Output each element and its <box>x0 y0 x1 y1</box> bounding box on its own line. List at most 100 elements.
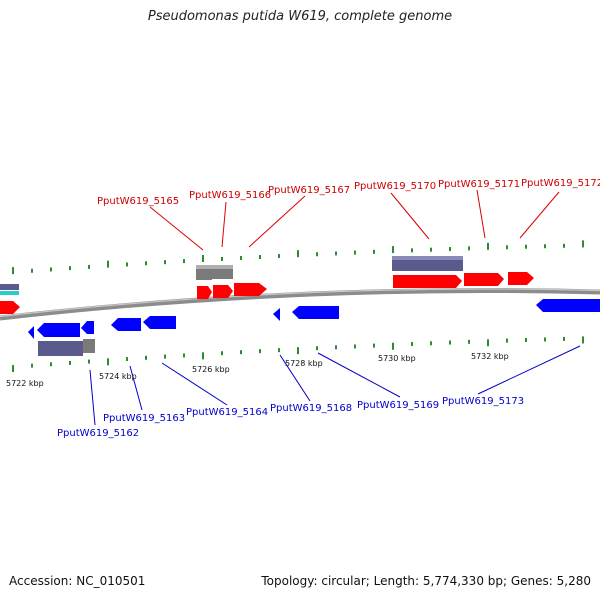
scale-tick <box>88 359 90 364</box>
reverse-gene-arrow[interactable] <box>111 318 141 331</box>
scale-tick <box>525 338 527 342</box>
scale-tick <box>126 262 128 267</box>
forward-gene-arrows <box>0 272 534 314</box>
cyan-block <box>0 291 19 295</box>
scale-tick <box>449 247 451 252</box>
map-title: Pseudomonas putida W619, complete genome <box>147 9 453 24</box>
reverse-gene-label[interactable]: PputW619_5164 <box>186 407 268 418</box>
forward-gene-arrow[interactable] <box>464 273 504 286</box>
scale-tick <box>278 348 280 353</box>
scale-tick <box>487 339 489 347</box>
scale-tick <box>506 245 508 250</box>
reverse-gene-arrow[interactable] <box>292 306 339 319</box>
forward-gene-label[interactable]: PputW619_5167 <box>268 185 350 196</box>
scale-tick <box>126 357 128 362</box>
scale-tick <box>183 259 185 264</box>
inner-tick-row <box>12 336 584 373</box>
scale-tick <box>145 355 147 360</box>
genome-backbone <box>0 287 600 321</box>
forward-gene-label[interactable]: PputW619_5172 <box>521 178 600 189</box>
reverse-gene-label[interactable]: PputW619_5169 <box>357 400 439 411</box>
scale-tick <box>468 339 470 344</box>
feature-block <box>0 284 19 290</box>
forward-gene-label[interactable]: PputW619_5171 <box>438 179 520 190</box>
scale-tick <box>297 347 299 355</box>
scale-tick <box>544 337 546 342</box>
scale-tick <box>69 266 71 271</box>
scale-tick <box>202 255 204 263</box>
forward-label-lines <box>149 189 560 251</box>
reverse-gene-label[interactable]: PputW619_5162 <box>57 428 139 439</box>
reverse-gene-label[interactable]: PputW619_5173 <box>442 396 524 407</box>
scale-tick <box>12 365 14 373</box>
scale-tick <box>278 254 280 259</box>
scale-tick <box>107 260 109 268</box>
reverse-gene-arrow[interactable] <box>28 326 34 339</box>
scale-tick <box>164 354 166 359</box>
scale-tick <box>31 268 33 273</box>
gray-block <box>196 266 212 280</box>
accession-text: Accession: NC_010501 <box>9 574 146 588</box>
kbp-marker: 5732 kbp <box>471 352 509 361</box>
scale-tick <box>430 341 432 346</box>
reverse-gene-arrow[interactable] <box>143 316 176 329</box>
scale-tick <box>354 250 356 255</box>
scale-tick <box>240 255 242 260</box>
scale-tick <box>164 260 166 265</box>
scale-tick <box>468 246 470 251</box>
reverse-gene-arrow[interactable] <box>81 321 94 334</box>
kbp-marker: 5726 kbp <box>192 365 230 374</box>
kbp-marker: 5722 kbp <box>6 379 44 388</box>
reverse-gene-arrow[interactable] <box>273 308 280 321</box>
scale-tick <box>183 353 185 358</box>
forward-gene-arrow[interactable] <box>213 285 233 298</box>
scale-tick <box>50 362 52 367</box>
scale-tick <box>202 352 204 360</box>
scale-tick <box>221 256 223 261</box>
reverse-gene-arrow[interactable] <box>536 299 600 312</box>
genome-backbone-highlight <box>0 288 600 318</box>
scale-tick <box>411 341 413 346</box>
kbp-marker: 5728 kbp <box>285 359 323 368</box>
reverse-gene-label[interactable]: PputW619_5163 <box>103 413 185 424</box>
reverse-gene-label[interactable]: PputW619_5168 <box>270 403 352 414</box>
scale-tick <box>582 240 584 248</box>
scale-tick <box>430 247 432 252</box>
scale-tick <box>107 358 109 366</box>
genome-summary-text: Topology: circular; Length: 5,774,330 bp… <box>261 574 591 588</box>
scale-tick <box>373 249 375 254</box>
scale-tick <box>563 336 565 341</box>
scale-tick <box>316 346 318 351</box>
gray-block-highlight <box>196 265 233 269</box>
scale-tick <box>449 340 451 345</box>
scale-tick <box>259 349 261 354</box>
gray-block <box>83 339 95 353</box>
scale-tick <box>525 244 527 249</box>
scale-tick <box>392 342 394 350</box>
forward-gene-arrow[interactable] <box>0 301 20 314</box>
scale-tick <box>411 248 413 253</box>
scale-tick <box>31 363 33 368</box>
outer-tick-row <box>12 240 584 275</box>
forward-gene-label[interactable]: PputW619_5166 <box>189 190 271 201</box>
scale-tick <box>240 350 242 355</box>
scale-tick <box>563 243 565 248</box>
reverse-gene-arrows <box>28 299 600 339</box>
scale-tick <box>582 336 584 344</box>
forward-gene-label[interactable]: PputW619_5165 <box>97 196 179 207</box>
scale-tick <box>50 267 52 272</box>
scale-tick <box>354 344 356 349</box>
forward-gene-label[interactable]: PputW619_5170 <box>354 181 436 192</box>
forward-gene-arrow[interactable] <box>234 283 267 296</box>
scale-tick <box>392 246 394 254</box>
forward-gene-arrow[interactable] <box>197 286 212 299</box>
forward-gene-arrow[interactable] <box>393 275 462 288</box>
scale-tick <box>373 343 375 348</box>
scale-tick <box>506 338 508 343</box>
reverse-label-lines <box>89 345 581 426</box>
scale-tick <box>69 360 71 365</box>
scale-tick <box>221 351 223 356</box>
reverse-gene-arrow[interactable] <box>37 323 80 337</box>
forward-gene-arrow[interactable] <box>508 272 534 285</box>
